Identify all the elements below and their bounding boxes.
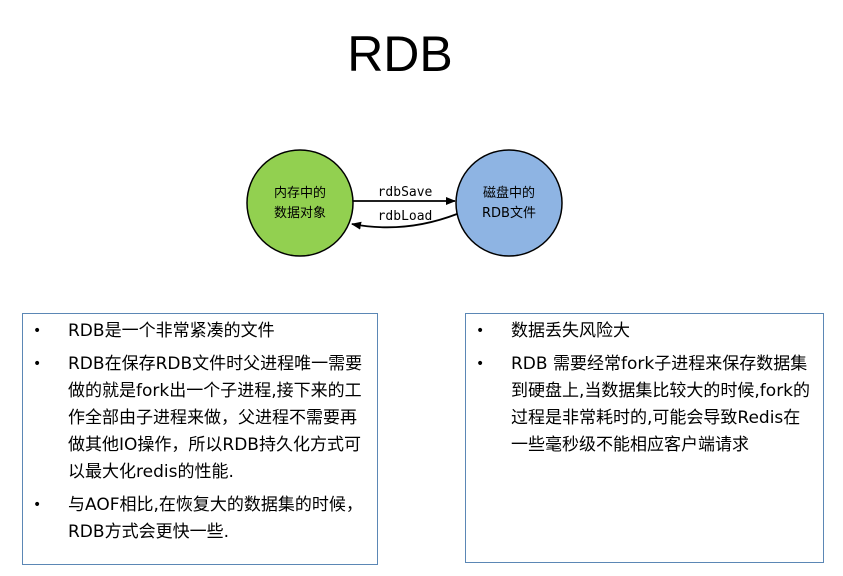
save-edge-label: rdbSave: [378, 185, 433, 200]
list-item-text: RDB在保存RDB文件时父进程唯一需要做的就是fork出一个子进程,接下来的工作…: [68, 354, 363, 482]
bullet-icon: •: [33, 323, 42, 339]
page-title: RDB: [347, 26, 453, 82]
bullet-icon: •: [476, 356, 485, 372]
list-item: • RDB是一个非常紧凑的文件: [23, 318, 371, 345]
advantages-box: • RDB是一个非常紧凑的文件 • RDB在保存RDB文件时父进程唯一需要做的就是f…: [22, 313, 378, 565]
bullet-icon: •: [33, 356, 42, 372]
memory-node: [246, 149, 354, 257]
list-item-text: 与AOF相比,在恢复大的数据集的时候，RDB方式会更快一些.: [68, 495, 363, 542]
load-edge-label: rdbLoad: [378, 209, 433, 224]
list-item: • 数据丢失风险大: [466, 318, 817, 345]
bullet-icon: •: [33, 497, 42, 513]
disk-node-label-line1: 磁盘中的: [483, 185, 535, 201]
list-item: • 与AOF相比,在恢复大的数据集的时候，RDB方式会更快一些.: [23, 492, 371, 546]
disk-node: [455, 149, 563, 257]
disk-node-label-line2: RDB文件: [482, 206, 536, 221]
list-item-text: RDB 需要经常fork子进程来保存数据集到硬盘上,当数据集比较大的时候,for…: [511, 354, 811, 455]
memory-node-label-line2: 数据对象: [274, 206, 326, 221]
rdb-diagram: 内存中的 数据对象 磁盘中的 RDB文件 rdbSave rdbLoad: [246, 149, 563, 257]
list-item-text: 数据丢失风险大: [511, 321, 630, 341]
list-item: • RDB在保存RDB文件时父进程唯一需要做的就是fork出一个子进程,接下来的工…: [23, 351, 371, 486]
list-item-text: RDB是一个非常紧凑的文件: [68, 321, 275, 341]
list-item: • RDB 需要经常fork子进程来保存数据集到硬盘上,当数据集比较大的时候,fo…: [466, 351, 817, 459]
disadvantages-list: • 数据丢失风险大 • RDB 需要经常fork子进程来保存数据集到硬盘上,当数据集…: [466, 318, 817, 459]
load-arrow: [351, 213, 458, 230]
disadvantages-box: • 数据丢失风险大 • RDB 需要经常fork子进程来保存数据集到硬盘上,当数据集…: [465, 313, 824, 563]
advantages-list: • RDB是一个非常紧凑的文件 • RDB在保存RDB文件时父进程唯一需要做的就是f…: [23, 318, 371, 546]
memory-node-label-line1: 内存中的: [274, 185, 326, 201]
bullet-icon: •: [476, 323, 485, 339]
